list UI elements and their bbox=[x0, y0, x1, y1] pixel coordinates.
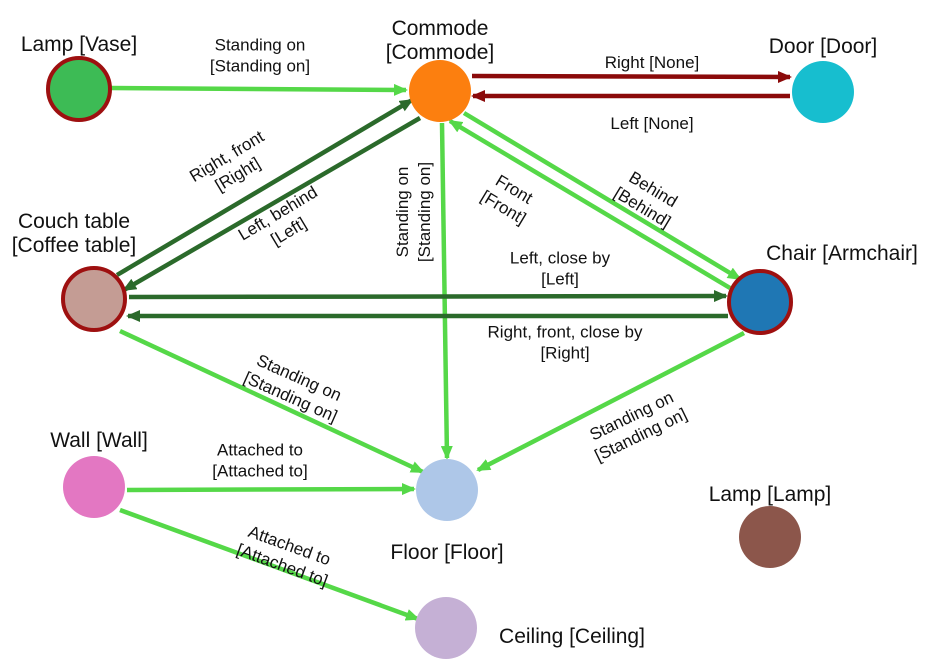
edge-arrow bbox=[448, 119, 732, 290]
labels-layer: Lamp [Vase] Commode[Commode] Door [Door] Co… bbox=[12, 17, 918, 648]
node-circle[interactable] bbox=[409, 60, 471, 122]
edge-label: Right, front[Right] bbox=[186, 127, 278, 204]
edge-label-line: [Right] bbox=[540, 344, 589, 363]
node-floor[interactable] bbox=[416, 459, 478, 521]
edge-label: Front[Front] bbox=[477, 169, 540, 229]
edge-arrow bbox=[115, 98, 414, 277]
edge-label-line: Right, front, close by bbox=[488, 323, 643, 342]
edge-label: Attached to[Attached to] bbox=[234, 520, 337, 590]
edge-arrow bbox=[110, 83, 408, 96]
edge-label: Standing on [Standing on] bbox=[210, 36, 310, 76]
node-circle[interactable] bbox=[792, 61, 854, 123]
edge-couch_table-chair: Left, close by [Left] bbox=[128, 249, 728, 303]
node-label: Chair [Armchair] bbox=[766, 242, 918, 265]
edge-label-line: Left [None] bbox=[610, 114, 693, 133]
edge-label-line: [Attached to] bbox=[212, 462, 307, 481]
node-label: Door [Door] bbox=[769, 35, 878, 58]
edge-label: Attached to [Attached to] bbox=[212, 441, 307, 481]
node-circle[interactable] bbox=[46, 56, 112, 122]
edge-chair-couch_table: Right, front, close by [Right] bbox=[126, 310, 728, 363]
edge-door-commode: Left [None] bbox=[471, 90, 790, 133]
edge-label: Left, close by [Left] bbox=[510, 249, 611, 289]
edge-arrow bbox=[462, 111, 742, 281]
node-circle[interactable] bbox=[727, 269, 793, 335]
edge-arrow bbox=[122, 116, 422, 292]
edges-layer: Standing on[Standing on]Right [None]Left… bbox=[110, 36, 792, 622]
edge-commode-couch_table: Left, behind[Left] bbox=[122, 116, 422, 292]
node-circle[interactable] bbox=[63, 456, 125, 518]
edge-label-line: Right [None] bbox=[605, 53, 700, 72]
node-label: [Coffee table] bbox=[12, 234, 137, 257]
node-label: Lamp [Lamp] bbox=[709, 483, 832, 506]
node-circle[interactable] bbox=[739, 506, 801, 568]
edge-chair-floor: Standing on[Standing on] bbox=[476, 330, 746, 473]
node-couch_table[interactable] bbox=[61, 266, 127, 332]
edge-lamp_vase-commode: Standing on [Standing on] bbox=[110, 36, 408, 96]
edge-label-line: Attached to bbox=[217, 441, 303, 460]
node-label: Lamp [Vase] bbox=[21, 33, 137, 56]
edge-label-line: Left, close by bbox=[510, 249, 611, 268]
node-door[interactable] bbox=[792, 61, 854, 123]
node-circle[interactable] bbox=[416, 459, 478, 521]
edge-label-line: [Left] bbox=[541, 270, 579, 289]
edge-label: Left [None] bbox=[610, 114, 693, 133]
edge-arrow bbox=[119, 507, 420, 622]
node-chair[interactable] bbox=[727, 269, 793, 335]
edge-couch_table-commode: Right, front[Right] bbox=[115, 98, 414, 277]
edge-arrow bbox=[126, 483, 416, 496]
node-wall[interactable] bbox=[63, 456, 125, 518]
node-label: Floor [Floor] bbox=[390, 541, 503, 564]
nodes-layer bbox=[46, 56, 854, 659]
edge-label: Standing on[Standing on] bbox=[582, 386, 690, 466]
node-label: Couch table bbox=[18, 210, 130, 233]
node-lamp_vase[interactable] bbox=[46, 56, 112, 122]
node-label: Commode bbox=[392, 17, 489, 40]
edge-label: Right [None] bbox=[605, 53, 700, 72]
edge-label-line: [Standing on] bbox=[210, 57, 310, 76]
node-ceiling[interactable] bbox=[415, 597, 477, 659]
edge-arrow bbox=[119, 328, 425, 475]
edge-label: Right, front, close by [Right] bbox=[488, 323, 643, 363]
node-lamp[interactable] bbox=[739, 506, 801, 568]
edge-label-line: Standing on bbox=[215, 36, 306, 55]
edge-commode-floor: Standing on[Standing on] bbox=[393, 122, 453, 460]
node-label: Ceiling [Ceiling] bbox=[499, 625, 645, 648]
edge-commode-door: Right [None] bbox=[471, 53, 792, 83]
node-label: Wall [Wall] bbox=[50, 429, 148, 452]
edge-arrow bbox=[476, 330, 746, 473]
edge-arrow bbox=[128, 290, 728, 303]
edge-label-line: Standing on bbox=[393, 167, 412, 258]
node-label: [Commode] bbox=[386, 41, 495, 64]
edge-wall-ceiling: Attached to[Attached to] bbox=[119, 507, 420, 622]
edge-label-line: [Standing on] bbox=[415, 162, 434, 262]
edge-arrow bbox=[439, 122, 453, 460]
edge-arrow bbox=[471, 70, 792, 83]
node-circle[interactable] bbox=[415, 597, 477, 659]
edge-label: Standing on[Standing on] bbox=[393, 162, 434, 262]
edge-wall-floor: Attached to [Attached to] bbox=[126, 441, 416, 496]
node-circle[interactable] bbox=[61, 266, 127, 332]
node-commode[interactable] bbox=[409, 60, 471, 122]
